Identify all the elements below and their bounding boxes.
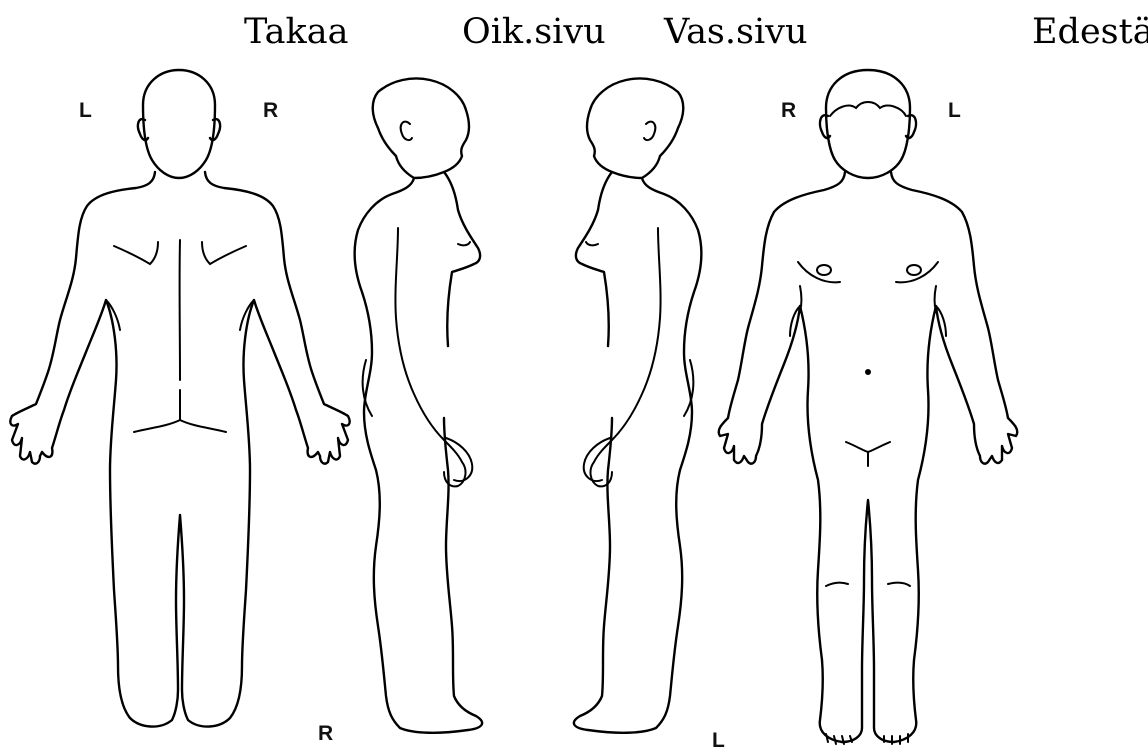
right-side-view-head (373, 79, 469, 179)
back-view-shoulder-blade-right (202, 242, 246, 264)
front-view-knee-left (826, 583, 848, 586)
right-side-view-ear (401, 122, 412, 140)
front-view-navel (865, 369, 871, 375)
left-side-view-head (587, 79, 683, 179)
front-view-knee-right (888, 583, 910, 586)
front-view-pectoral-left (798, 262, 840, 282)
back-view-shoulder-blade-left (114, 242, 158, 264)
left-side-view-outline (574, 172, 702, 733)
right-side-view-hand (446, 438, 472, 481)
right-side-view-figure (355, 79, 483, 733)
front-view-side-line-left (800, 286, 802, 312)
back-view-figure (10, 70, 349, 727)
front-view-nipple-right (907, 265, 921, 275)
front-view-groin (846, 442, 890, 452)
left-side-view-nipple (586, 242, 598, 245)
back-view-head (143, 70, 215, 178)
right-side-view-nipple (458, 242, 470, 245)
left-side-view-figure (574, 79, 702, 733)
front-view-side-line-right (935, 286, 937, 312)
front-view-head (826, 70, 910, 178)
back-view-gluteal-crease (134, 420, 226, 432)
front-view-hairline (830, 102, 906, 116)
right-side-view-outline (355, 172, 483, 733)
right-side-view-arm (395, 228, 465, 486)
left-side-view-hand (584, 438, 610, 481)
left-side-view-ear (644, 122, 655, 140)
front-view-figure (719, 70, 1018, 744)
left-side-view-arm (591, 228, 661, 486)
front-view-nipple-left (817, 265, 831, 275)
